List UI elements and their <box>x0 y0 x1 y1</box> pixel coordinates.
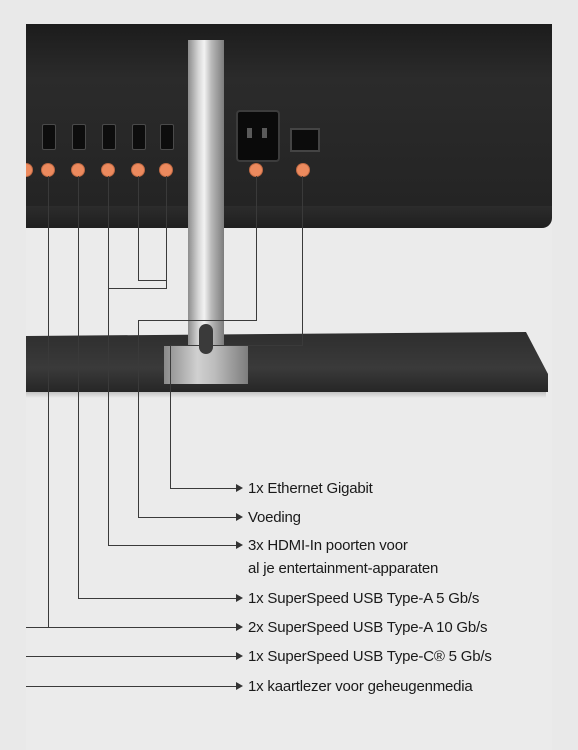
monitor-back <box>26 24 552 206</box>
callout-line <box>256 176 257 320</box>
callout-line <box>170 488 238 489</box>
ethernet-port <box>290 128 320 152</box>
callout-line <box>302 176 303 346</box>
arrow-icon <box>236 682 243 690</box>
base-shadow <box>26 392 546 398</box>
callout-line <box>78 598 238 599</box>
callout-line <box>138 320 139 517</box>
callout-line <box>108 288 109 545</box>
label-hdmi-line2: al je entertainment-apparaten <box>248 560 439 577</box>
arrow-icon <box>236 594 243 602</box>
callout-line <box>138 176 139 280</box>
callout-line <box>26 627 238 628</box>
label-voeding: Voeding <box>248 509 301 526</box>
callout-line <box>48 176 49 627</box>
callout-line <box>78 176 79 598</box>
label-usb-c: 1x SuperSpeed USB Type-C® 5 Gb/s <box>248 648 492 665</box>
callout-line <box>26 686 238 687</box>
callout-line <box>170 345 303 346</box>
power-socket <box>236 110 280 162</box>
product-image-card: 1x Ethernet Gigabit Voeding 3x HDMI-In p… <box>26 24 552 750</box>
usb-a-port <box>42 124 56 150</box>
callout-line <box>138 320 257 321</box>
callout-line <box>138 280 167 281</box>
stand-base <box>26 332 548 392</box>
usb-a-port <box>72 124 86 150</box>
callout-line <box>108 545 238 546</box>
callout-line <box>138 517 238 518</box>
connector-dot <box>26 164 32 176</box>
arrow-icon <box>236 513 243 521</box>
label-usb-a-10: 2x SuperSpeed USB Type-A 10 Gb/s <box>248 619 488 636</box>
label-usb-a-5: 1x SuperSpeed USB Type-A 5 Gb/s <box>248 590 480 607</box>
monitor-bottom-edge <box>26 206 552 228</box>
arrow-icon <box>236 484 243 492</box>
connector-dot <box>160 164 172 176</box>
callout-line <box>26 656 238 657</box>
cable-slot <box>199 324 213 354</box>
hdmi-port <box>132 124 146 150</box>
callout-line <box>170 345 171 488</box>
callout-line <box>108 288 167 289</box>
arrow-icon <box>236 541 243 549</box>
hdmi-port <box>102 124 116 150</box>
stand-pole <box>188 40 224 360</box>
connector-dot <box>132 164 144 176</box>
arrow-icon <box>236 623 243 631</box>
connector-dot <box>250 164 262 176</box>
label-card-reader: 1x kaartlezer voor geheugenmedia <box>248 678 473 695</box>
connector-dot <box>72 164 84 176</box>
arrow-icon <box>236 652 243 660</box>
callout-line <box>166 176 167 288</box>
connector-dot <box>297 164 309 176</box>
callout-line <box>108 176 109 288</box>
label-ethernet: 1x Ethernet Gigabit <box>248 480 373 497</box>
label-hdmi-line1: 3x HDMI-In poorten voor <box>248 537 408 554</box>
connector-dot <box>42 164 54 176</box>
hdmi-port <box>160 124 174 150</box>
connector-dot <box>102 164 114 176</box>
